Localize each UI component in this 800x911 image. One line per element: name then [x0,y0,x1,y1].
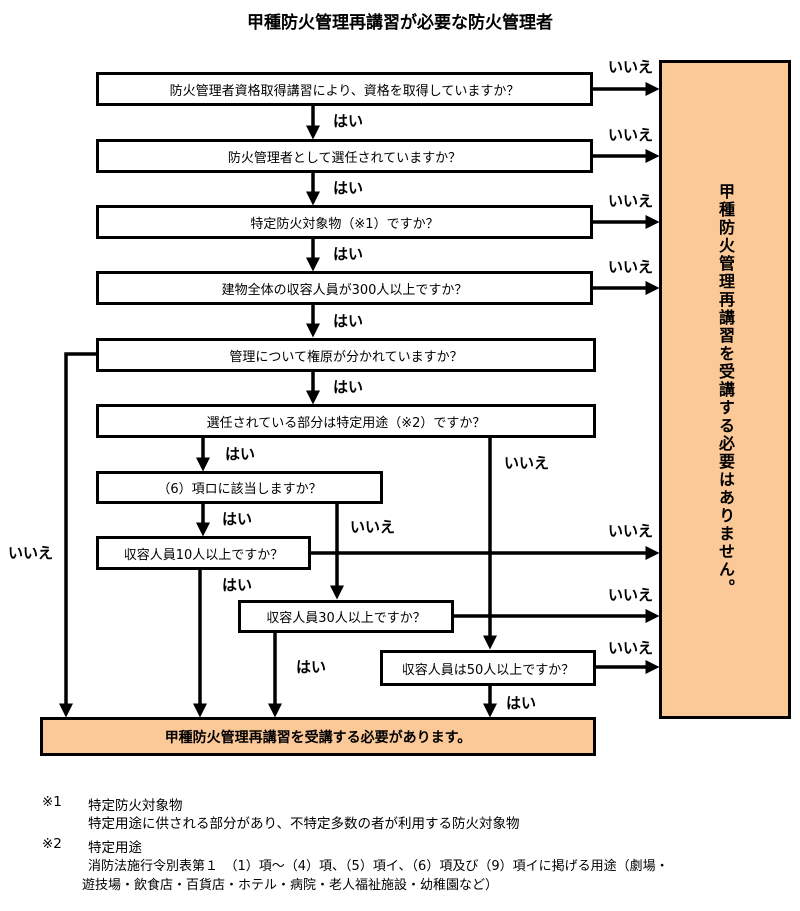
result-not-required: 甲種防火管理再講習を受講する必要はありません。 [659,60,791,719]
note1-mark: ※1 [42,794,62,810]
note2-mark: ※2 [42,836,62,852]
label-q2-no: いいえ [608,126,654,144]
label-q6-yes: はい [225,445,256,463]
label-q3-yes: はい [333,245,364,263]
label-q6-no: いいえ [504,454,550,472]
label-q4-yes: はい [333,312,364,330]
label-q2-yes: はい [333,179,364,197]
label-q3-no: いいえ [608,192,654,210]
label-q10-no: いいえ [608,639,654,657]
question-q7: （6）項ロに該当しますか？ [96,471,383,504]
question-q3: 特定防火対象物（※1）ですか？ [96,205,593,239]
label-q1-no: いいえ [608,58,654,76]
label-q8-no: いいえ [608,522,654,540]
arrow-q5-no [59,352,97,718]
label-q7-no: いいえ [350,518,396,536]
question-q1: 防火管理者資格取得講習により、資格を取得していますか？ [96,72,593,106]
label-q7-yes: はい [222,510,253,528]
question-q8: 収容人員10人以上ですか？ [96,536,311,570]
question-q4: 建物全体の収容人員が300人以上ですか？ [96,271,593,305]
question-q9: 収容人員30人以上ですか？ [238,600,454,633]
question-q2: 防火管理者として選任されていますか？ [96,139,593,173]
note2-text1: 消防法施行令別表第１ （1）項～（4）項、（5）項イ、（6）項及び（9）項イに掲… [88,859,669,874]
label-q9-yes: はい [296,658,327,676]
note2-title: 特定用途 [88,840,142,856]
label-q5-yes: はい [333,378,364,396]
label-q1-yes: はい [333,112,364,130]
page-title: 甲種防火管理再講習が必要な防火管理者 [247,13,553,33]
note1-title: 特定防火対象物 [88,798,183,814]
label-q5-no: いいえ [8,544,54,562]
label-q4-no: いいえ [608,258,654,276]
label-q10-yes: はい [506,694,537,712]
note1-text: 特定用途に供される部分があり、不特定多数の者が利用する防火対象物 [88,816,520,832]
question-q10: 収容人員は50人以上ですか？ [380,650,596,686]
result-required: 甲種防火管理再講習を受講する必要があります。 [40,717,596,756]
note2-text2: 遊技場・飲食店・百貨店・ホテル・病院・老人福祉施設・幼稚園など） [82,878,499,893]
label-q9-no: いいえ [608,586,654,604]
question-q5: 管理について権原が分かれていますか？ [96,338,596,372]
question-q6: 選任されている部分は特定用途（※2）ですか？ [96,404,596,438]
label-q8-yes: はい [222,576,253,594]
